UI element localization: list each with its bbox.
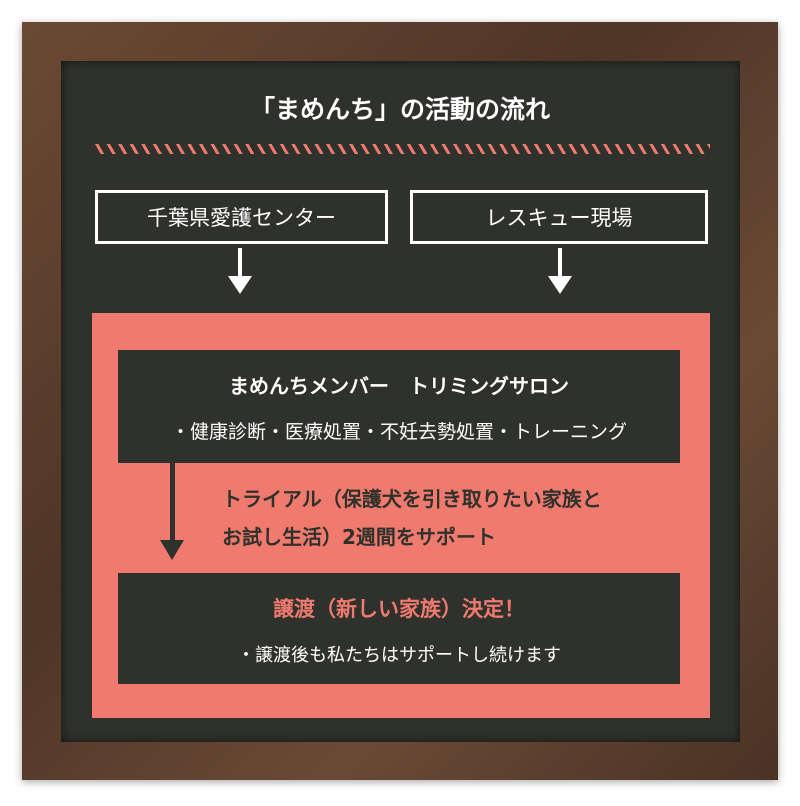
adoption-note: ・譲渡後も私たちはサポートし続けます xyxy=(237,645,561,666)
member-box: まめんちメンバー トリミングサロン ・健康診断・医療処置・不妊去勢処置・トレーニ… xyxy=(118,350,680,463)
diagram-title: 「まめんち」の活動の流れ xyxy=(249,95,550,124)
trial-line-1: トライアル（保護犬を引き取りたい家族と xyxy=(222,487,602,511)
member-heading: まめんちメンバー トリミングサロン xyxy=(229,374,569,398)
arrow-down-icon xyxy=(558,248,562,278)
trial-line-2: お試し生活）2週間をサポート xyxy=(222,525,496,549)
member-items: ・健康診断・医療処置・不妊去勢処置・トレーニング xyxy=(170,421,627,443)
adoption-box: 譲渡（新しい家族）決定！ ・譲渡後も私たちはサポートし続けます xyxy=(118,573,680,684)
source-box-center: 千葉県愛護センター xyxy=(95,190,388,244)
arrow-down-icon xyxy=(170,463,175,543)
arrow-head-icon xyxy=(160,540,184,560)
arrow-head-icon xyxy=(548,276,572,294)
adoption-heading: 譲渡（新しい家族）決定！ xyxy=(273,597,525,621)
source-box-rescue: レスキュー現場 xyxy=(410,190,708,244)
arrow-down-icon xyxy=(238,248,242,278)
arrow-head-icon xyxy=(228,276,252,294)
hatch-divider xyxy=(95,144,710,154)
